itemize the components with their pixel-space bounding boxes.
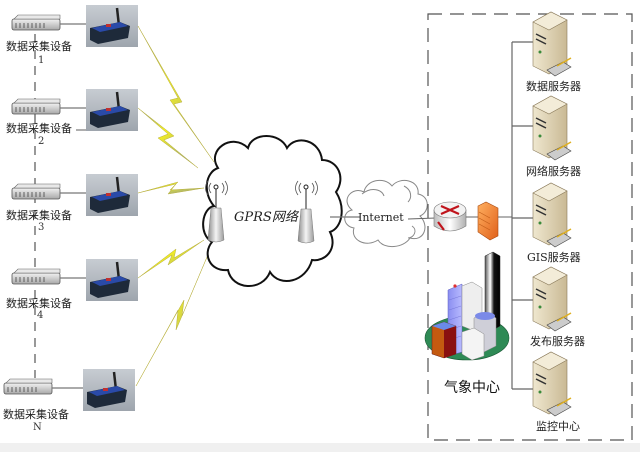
server-icon-4 — [532, 266, 572, 332]
firewall-icon — [477, 201, 499, 241]
wireless-link-1 — [137, 25, 215, 163]
server-label-4: 发布服务器 — [530, 335, 585, 348]
gprs-modem-icon — [86, 5, 138, 47]
base-station-tower-1 — [205, 180, 228, 243]
collector-label-3: 数据采集设备 — [6, 209, 72, 222]
bottom-margin — [0, 443, 640, 452]
collector-label-2: 数据采集设备 — [6, 122, 72, 135]
base-station-tower-2 — [295, 180, 318, 244]
internet-label: Internet — [358, 211, 404, 224]
collector-row-4 — [11, 259, 138, 301]
collector-label-n: 数据采集设备 — [3, 408, 69, 421]
collector-label-1: 数据采集设备 — [6, 40, 72, 53]
gprs-network-label: GPRS网络 — [234, 210, 298, 225]
collector-label-4: 数据采集设备 — [6, 297, 72, 310]
collector-index-2: 2 — [38, 136, 45, 147]
server-label-5: 监控中心 — [536, 420, 580, 433]
wireless-link-3 — [137, 181, 205, 195]
collector-row-n — [3, 369, 135, 411]
wireless-link-n — [135, 249, 211, 387]
wireless-link-4 — [137, 239, 205, 279]
weather-center-label: 气象中心 — [444, 380, 500, 396]
collector-row-2 — [11, 89, 138, 131]
internet-router-link — [407, 217, 437, 220]
server-icon-1 — [532, 11, 572, 77]
collector-row-1 — [11, 5, 138, 47]
switch-icon — [11, 14, 61, 31]
weather-center-city-icon — [424, 251, 510, 361]
router-icon — [433, 201, 467, 232]
wireless-link-2 — [137, 107, 199, 169]
collector-index-4: 4 — [37, 310, 44, 321]
collector-index-n: N — [33, 422, 42, 433]
internet-cloud — [344, 179, 428, 247]
server-icon-3 — [532, 182, 572, 248]
server-icon-2 — [532, 95, 572, 161]
server-label-2: 网络服务器 — [526, 165, 581, 178]
server-label-3: GIS服务器 — [527, 251, 581, 264]
server-label-1: 数据服务器 — [526, 80, 581, 93]
server-icon-5 — [532, 351, 572, 417]
weather-center-boundary — [427, 13, 633, 441]
collector-index-1: 1 — [38, 55, 45, 66]
collector-row-3 — [11, 174, 138, 216]
collector-index-3: 3 — [38, 222, 45, 233]
